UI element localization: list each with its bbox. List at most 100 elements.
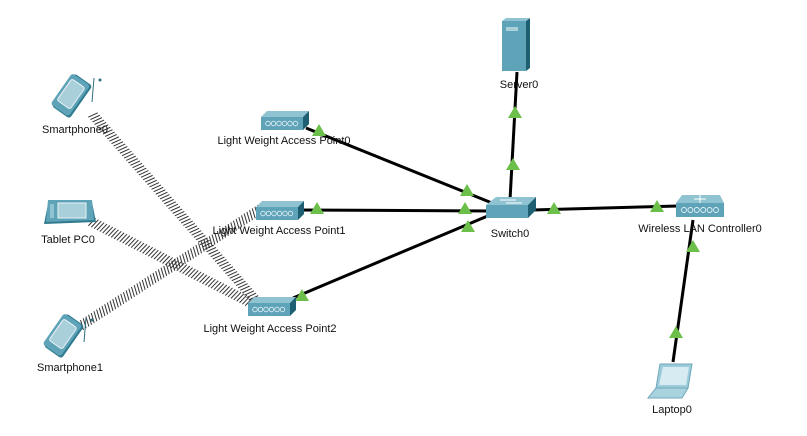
wired-link-ap1-switch0[interactable] bbox=[299, 208, 491, 213]
wired-link-ap2-switch0[interactable] bbox=[292, 213, 491, 300]
wireless-tick bbox=[130, 160, 141, 166]
wireless-tick bbox=[112, 298, 117, 310]
wireless-tick bbox=[149, 182, 160, 188]
wireless-tick bbox=[144, 277, 149, 289]
wireless-tick bbox=[141, 279, 146, 291]
wireless-tick bbox=[126, 155, 136, 161]
wireless-tick bbox=[246, 292, 257, 299]
wireless-tick bbox=[168, 262, 173, 273]
wireless-tick bbox=[216, 283, 225, 292]
wireless-tick bbox=[120, 293, 125, 304]
wireless-tick bbox=[145, 177, 155, 183]
wireless-tick bbox=[145, 246, 153, 256]
wireless-tick bbox=[101, 305, 106, 317]
wlc0-label[interactable]: Wireless LAN Controller0 bbox=[638, 223, 762, 235]
link-up-indicator bbox=[310, 202, 324, 214]
wireless-tick bbox=[104, 304, 109, 315]
wireless-tick bbox=[200, 241, 205, 252]
wireless-tick bbox=[121, 150, 132, 157]
wireless-tick bbox=[173, 261, 182, 270]
wireless-tick bbox=[218, 261, 229, 267]
wireless-tick bbox=[240, 285, 250, 291]
wireless-tick bbox=[203, 239, 208, 250]
wireless-tick bbox=[157, 269, 162, 280]
wireless-tick bbox=[125, 236, 134, 245]
wireless-tick bbox=[152, 272, 157, 284]
ap1-access-point-icon[interactable] bbox=[256, 201, 304, 220]
wireless-link[interactable] bbox=[88, 112, 263, 306]
server0-server-icon[interactable] bbox=[502, 18, 530, 71]
wireless-link[interactable] bbox=[80, 203, 264, 331]
wireless-tick bbox=[214, 232, 219, 243]
wired-link-wlc0-laptop0[interactable] bbox=[671, 219, 695, 363]
switch0-label[interactable]: Switch0 bbox=[490, 228, 530, 240]
wireless-tick bbox=[173, 258, 178, 270]
wireless-tick bbox=[155, 271, 160, 282]
wireless-tick bbox=[232, 220, 237, 231]
smartphone1-label[interactable]: Smartphone1 bbox=[36, 362, 104, 374]
wireless-tick bbox=[210, 251, 221, 258]
ap0-access-point-icon[interactable] bbox=[261, 111, 309, 130]
wireless-tick bbox=[219, 284, 228, 293]
laptop0-label[interactable]: Laptop0 bbox=[652, 404, 692, 416]
tablet0-tablet-icon[interactable] bbox=[44, 200, 96, 224]
tablet0-label[interactable]: Tablet PC0 bbox=[41, 234, 95, 246]
ap0-label[interactable]: Light Weight Access Point0 bbox=[217, 135, 351, 147]
wireless-tick bbox=[128, 288, 133, 299]
switch0-switch-icon[interactable] bbox=[486, 197, 536, 218]
ap2-label[interactable]: Light Weight Access Point2 bbox=[203, 323, 337, 335]
wireless-tick bbox=[116, 232, 125, 241]
ap2-access-point-icon[interactable] bbox=[248, 297, 296, 316]
wireless-tick bbox=[100, 126, 111, 133]
wireless-tick bbox=[159, 254, 168, 263]
wireless-tick bbox=[210, 280, 219, 289]
smartphone0-label[interactable]: Smartphone0 bbox=[41, 124, 109, 136]
wireless-tick bbox=[163, 265, 168, 277]
wireless-tick bbox=[172, 208, 183, 214]
wireless-tick bbox=[109, 136, 120, 142]
wireless-tick bbox=[237, 283, 248, 289]
wireless-tick bbox=[235, 218, 240, 230]
server0-label[interactable]: Server0 bbox=[499, 79, 539, 91]
link-up-indicator bbox=[461, 220, 475, 232]
wireless-tick bbox=[202, 242, 212, 248]
wireless-tick bbox=[104, 131, 115, 137]
wireless-tick bbox=[182, 265, 191, 275]
wireless-tick bbox=[98, 307, 103, 318]
wireless-tick bbox=[242, 296, 250, 305]
link-up-indicator bbox=[686, 240, 700, 252]
wireless-tick bbox=[90, 114, 101, 121]
wireless-tick bbox=[206, 237, 211, 249]
wireless-tick bbox=[222, 227, 227, 238]
wired-link-switch0-server0[interactable] bbox=[508, 71, 519, 201]
wireless-tick bbox=[239, 294, 248, 304]
wlc0-wireless-lan-controller-icon[interactable] bbox=[676, 195, 724, 217]
wireless-tick bbox=[119, 233, 128, 243]
wireless-tick bbox=[162, 255, 171, 264]
wireless-tick bbox=[170, 259, 179, 269]
laptop0-laptop-icon[interactable] bbox=[646, 363, 693, 399]
wireless-tick bbox=[160, 267, 165, 278]
wireless-tick bbox=[115, 143, 126, 149]
wireless-tick bbox=[159, 194, 170, 200]
smartphone1-smartphone-icon[interactable] bbox=[42, 312, 94, 359]
wireless-tick bbox=[176, 213, 187, 219]
wireless-tick bbox=[213, 281, 222, 291]
wireless-tick bbox=[122, 291, 127, 303]
wireless-tick bbox=[214, 256, 225, 262]
wireless-tick bbox=[242, 287, 253, 294]
wireless-link[interactable] bbox=[88, 217, 259, 309]
wired-link-ap0-switch0[interactable] bbox=[305, 126, 493, 205]
wireless-tick bbox=[139, 281, 143, 292]
wireless-tick bbox=[114, 297, 119, 308]
wireless-tick bbox=[221, 263, 231, 270]
smartphone0-smartphone-icon[interactable] bbox=[50, 72, 102, 119]
ap1-label[interactable]: Light Weight Access Point1 bbox=[212, 225, 346, 237]
wireless-tick bbox=[189, 227, 200, 234]
wireless-tick bbox=[92, 117, 103, 123]
wireless-tick bbox=[206, 247, 217, 253]
wireless-tick bbox=[244, 297, 253, 306]
wireless-tick bbox=[123, 153, 134, 159]
wireless-tick bbox=[107, 134, 117, 140]
wireless-tick bbox=[187, 268, 196, 277]
